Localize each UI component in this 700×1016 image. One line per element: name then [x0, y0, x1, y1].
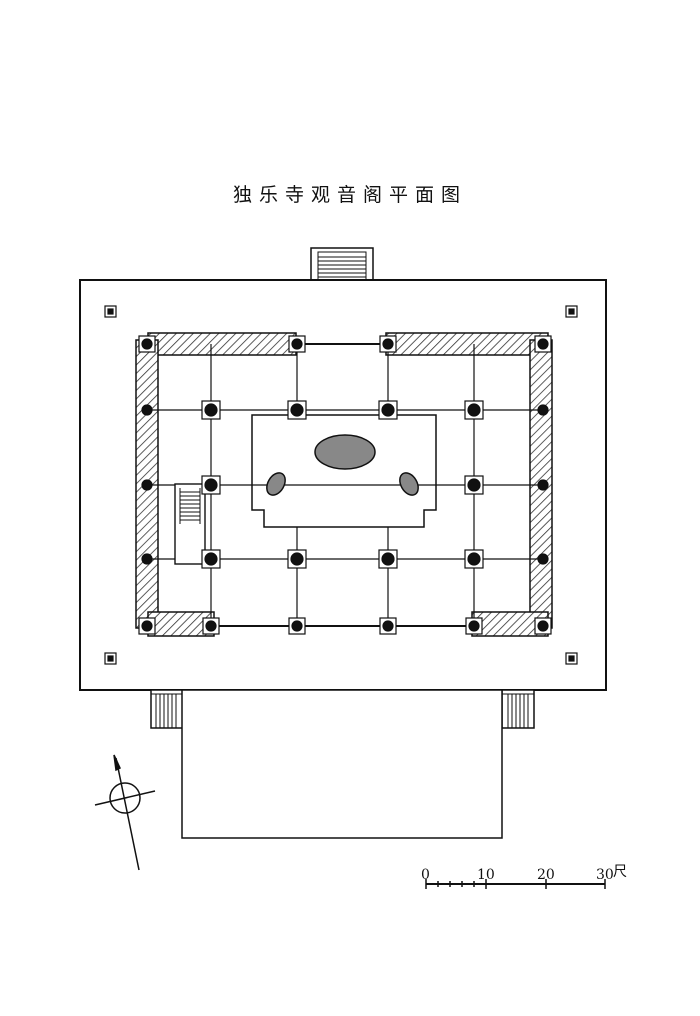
- corner-markers: [104, 305, 578, 665]
- main-statue-icon: [314, 434, 376, 470]
- opening-lines: [214, 343, 472, 627]
- statue-pedestals: [266, 434, 419, 496]
- columns: [138, 335, 552, 635]
- scale-tick-30: 30: [596, 867, 614, 883]
- south-steps-right: [501, 689, 535, 729]
- right-attendant-icon: [399, 472, 419, 496]
- scale-tick-10: 10: [477, 867, 495, 883]
- plan-title: 独乐寺观音阁平面图: [232, 184, 467, 206]
- interior-stair: [174, 483, 206, 565]
- scale-unit: 尺: [613, 864, 627, 880]
- altar-platform: [251, 414, 437, 528]
- front-terrace: [181, 689, 503, 839]
- north-arrow-icon: [94, 754, 156, 871]
- left-attendant-icon: [266, 472, 286, 496]
- scale-tick-0: 0: [421, 867, 430, 883]
- scale-tick-20: 20: [537, 867, 555, 883]
- scale-bar: 0 10 20 30 尺: [421, 864, 627, 889]
- south-steps-left: [150, 689, 184, 729]
- north-steps: [310, 247, 374, 282]
